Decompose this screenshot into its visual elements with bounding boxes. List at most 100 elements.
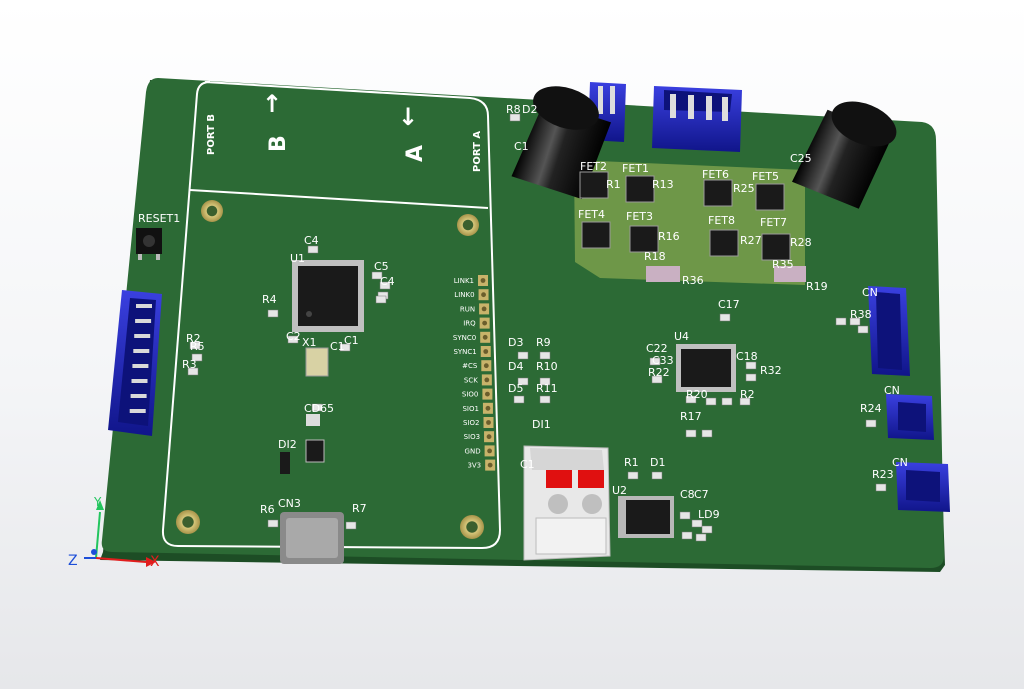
refdes-d1: D1 <box>650 456 665 469</box>
fet-chip[interactable] <box>579 171 609 199</box>
header-pin-hole <box>482 320 488 326</box>
r7-label: R7 <box>352 502 367 515</box>
refdes-cn_bot: CN <box>892 456 908 469</box>
connector-right-top[interactable] <box>868 286 910 376</box>
fet-chip[interactable] <box>581 221 611 249</box>
refdes-fet4: FET4 <box>578 208 605 221</box>
header-pin-label: SIO1 <box>462 405 478 413</box>
mounting-hole <box>460 515 484 539</box>
port-b-label: PORT B <box>206 114 217 155</box>
smd-component <box>849 317 861 326</box>
shunt-resistor <box>774 266 806 282</box>
smd-component <box>307 245 319 254</box>
header-pin-hole <box>484 377 490 383</box>
refdes-fet2: FET2 <box>580 160 607 173</box>
smd-component <box>875 483 887 492</box>
diode-di2 <box>280 452 290 474</box>
fet-chip[interactable] <box>761 233 791 261</box>
cn3-label: CN3 <box>278 497 301 510</box>
connector-pin <box>130 394 147 398</box>
connector-right-bot[interactable] <box>896 462 950 512</box>
refdes-r38: R38 <box>850 308 872 321</box>
refdes-c18: C18 <box>736 350 758 363</box>
connector-pin <box>133 349 150 353</box>
reset-button[interactable] <box>136 228 162 260</box>
fet-chip[interactable] <box>629 225 659 253</box>
refdes-r23: R23 <box>872 468 894 481</box>
u1-label: U1 <box>290 252 305 265</box>
refdes-x1: X1 <box>302 336 317 349</box>
refdes-c4b: C4 <box>380 275 395 288</box>
smd-component <box>339 343 351 352</box>
header-pin-hole <box>481 306 487 312</box>
header-pin-label: SCK <box>464 376 478 384</box>
axis-z-label: Z <box>68 553 78 569</box>
refdes-r16: R16 <box>658 230 680 243</box>
refdes-r20: R20 <box>686 388 708 401</box>
smd-component <box>371 271 383 280</box>
refdes-r24: R24 <box>860 402 882 415</box>
mounting-hole <box>457 214 479 236</box>
fet-chip[interactable] <box>703 179 733 207</box>
shunt-resistor <box>646 266 680 282</box>
connector-left[interactable] <box>108 290 162 436</box>
refdes-r1x: R1 <box>606 178 621 191</box>
connector-pin <box>134 334 151 338</box>
refdes-ld9: LD9 <box>698 508 720 521</box>
header-pin-hole <box>485 391 490 397</box>
header-pin-label: 3V3 <box>467 462 481 470</box>
smd-component <box>745 373 757 382</box>
refdes-r3: R3 <box>182 358 197 371</box>
smd-component <box>691 519 703 528</box>
smd-component <box>267 309 279 318</box>
fet-chip[interactable] <box>709 229 739 257</box>
header-pin-hole <box>483 349 489 354</box>
refdes-c5: C5 <box>374 260 389 273</box>
refdes-fet6: FET6 <box>702 168 729 181</box>
header-pin-label: LINK0 <box>454 291 474 299</box>
usb-connector-cn3[interactable] <box>280 512 344 564</box>
refdes-di2: DI2 <box>278 438 297 451</box>
refdes-cn_top: CN <box>862 286 878 299</box>
fet-chip[interactable] <box>625 175 655 203</box>
refdes-c7: C7 <box>694 488 709 501</box>
regulator-u2[interactable] <box>618 496 674 538</box>
refdes-c1d: C1 <box>520 458 535 471</box>
connector-right-mid[interactable] <box>886 394 934 440</box>
terminal-block[interactable] <box>523 445 611 561</box>
smd-component <box>513 395 525 404</box>
capacitor-electrolytic-right[interactable] <box>792 93 903 210</box>
smd-component <box>701 525 713 534</box>
smd-component <box>865 419 877 428</box>
smd-component <box>685 395 697 404</box>
smd-component <box>705 397 717 406</box>
header-pin-hole <box>487 448 492 454</box>
smd-component <box>651 471 663 480</box>
connector-top-4pin[interactable] <box>652 86 742 152</box>
smd-component <box>287 335 299 344</box>
smd-component <box>187 367 199 376</box>
port-a-letter: A <box>403 145 428 162</box>
header-pin-label: SIO3 <box>464 433 480 441</box>
smd-component <box>719 313 731 322</box>
refdes-r2: R2 <box>186 332 201 345</box>
refdes-c22: C22 <box>646 342 668 355</box>
smd-component <box>835 317 847 326</box>
header-pin-label: RUN <box>460 305 475 313</box>
mcu-u1[interactable] <box>292 260 364 332</box>
connector-pin <box>129 409 146 413</box>
refdes-r4: R4 <box>262 293 277 306</box>
pin-header[interactable]: LINK1LINK0RUNIRQSYNC0SYNC1#CSSCKSIO0SIO1… <box>453 275 496 471</box>
header-pin-label: SYNC1 <box>453 348 476 356</box>
smd-component <box>627 471 639 480</box>
smd-component <box>651 375 663 384</box>
port-a-label: PORT A <box>472 131 483 172</box>
refdes-c33: C33 <box>652 354 674 367</box>
refdes-fet1: FET1 <box>622 162 649 175</box>
smd-component <box>681 531 693 540</box>
ic-u4[interactable] <box>676 344 736 392</box>
refdes-r17: R17 <box>680 410 702 423</box>
fet-chip[interactable] <box>755 183 785 211</box>
